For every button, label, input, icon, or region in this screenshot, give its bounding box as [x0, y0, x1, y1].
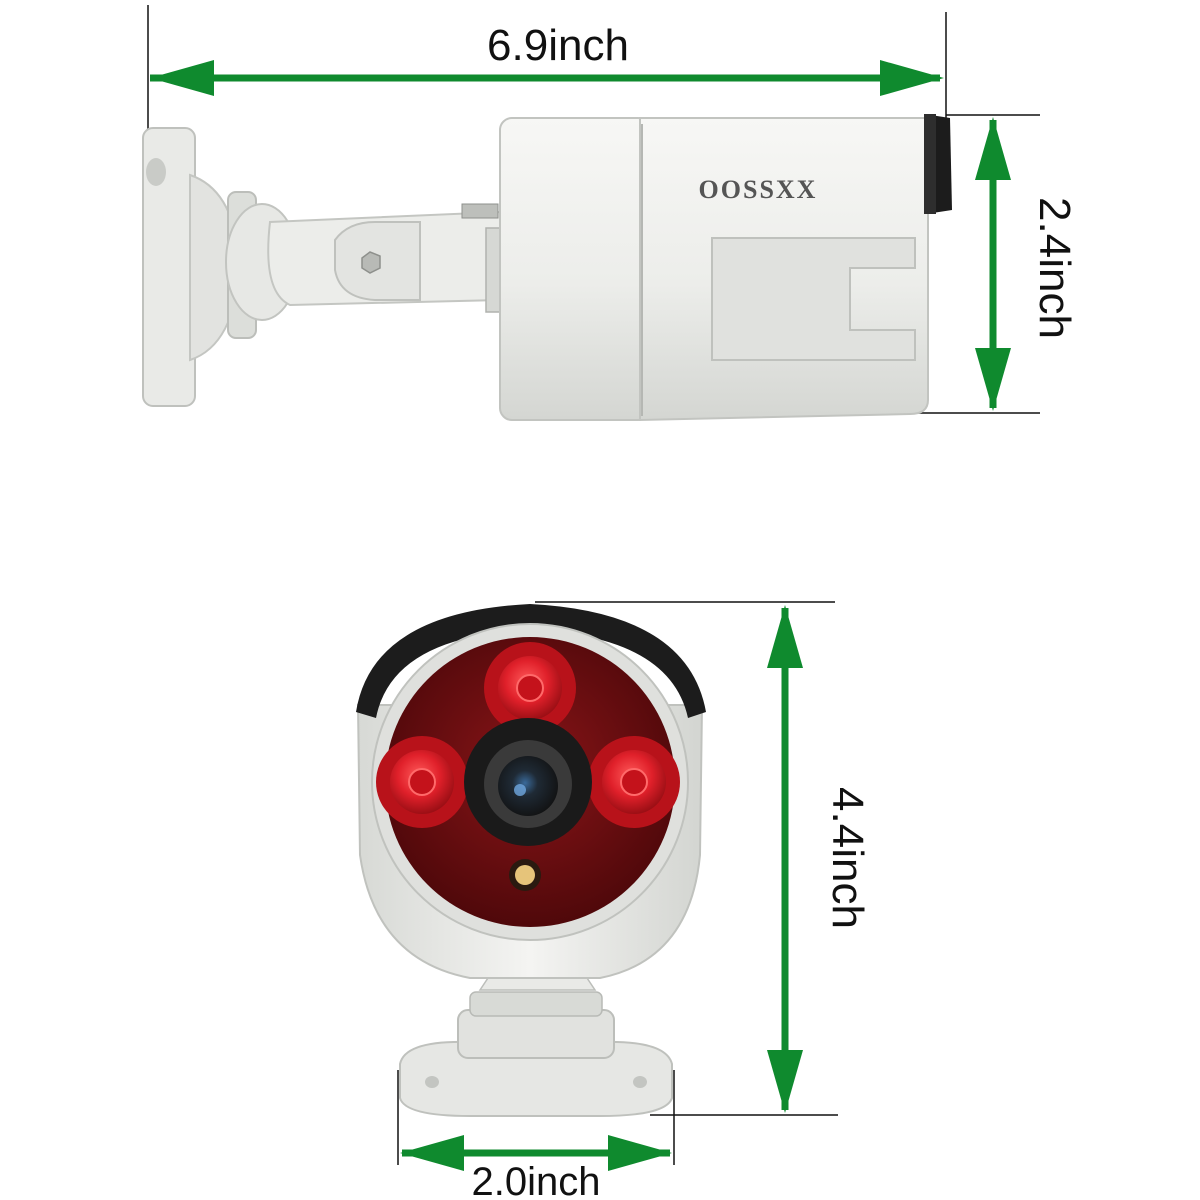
sun-visor	[356, 604, 706, 718]
ir-led-icon	[588, 736, 680, 828]
arrow-double-vertical-icon	[975, 117, 1011, 411]
width-label: 2.0inch	[472, 1160, 601, 1200]
mount-arm	[267, 203, 503, 313]
height-label: 2.4inch	[1030, 197, 1079, 339]
camera-body-side: OOSSXX	[499, 114, 952, 422]
mount-plate	[142, 127, 299, 407]
arrow-double-horizontal-icon	[400, 1135, 672, 1171]
camera-lens-icon	[464, 718, 592, 846]
camera-body-front	[356, 604, 706, 979]
light-sensor-icon	[509, 859, 541, 891]
front-view: 4.4inch 2.0inch	[356, 601, 872, 1200]
arrow-double-horizontal-icon	[150, 60, 944, 96]
brand-logo: OOSSXX	[699, 175, 818, 204]
ir-led-icon	[376, 736, 468, 828]
side-view: 6.9inch 2.4inch	[142, 5, 1079, 422]
front-mount	[399, 974, 673, 1117]
arrow-double-vertical-icon	[767, 605, 803, 1113]
front-height-label: 4.4inch	[823, 787, 872, 929]
ir-led-icon	[484, 642, 576, 734]
length-label: 6.9inch	[487, 21, 629, 70]
